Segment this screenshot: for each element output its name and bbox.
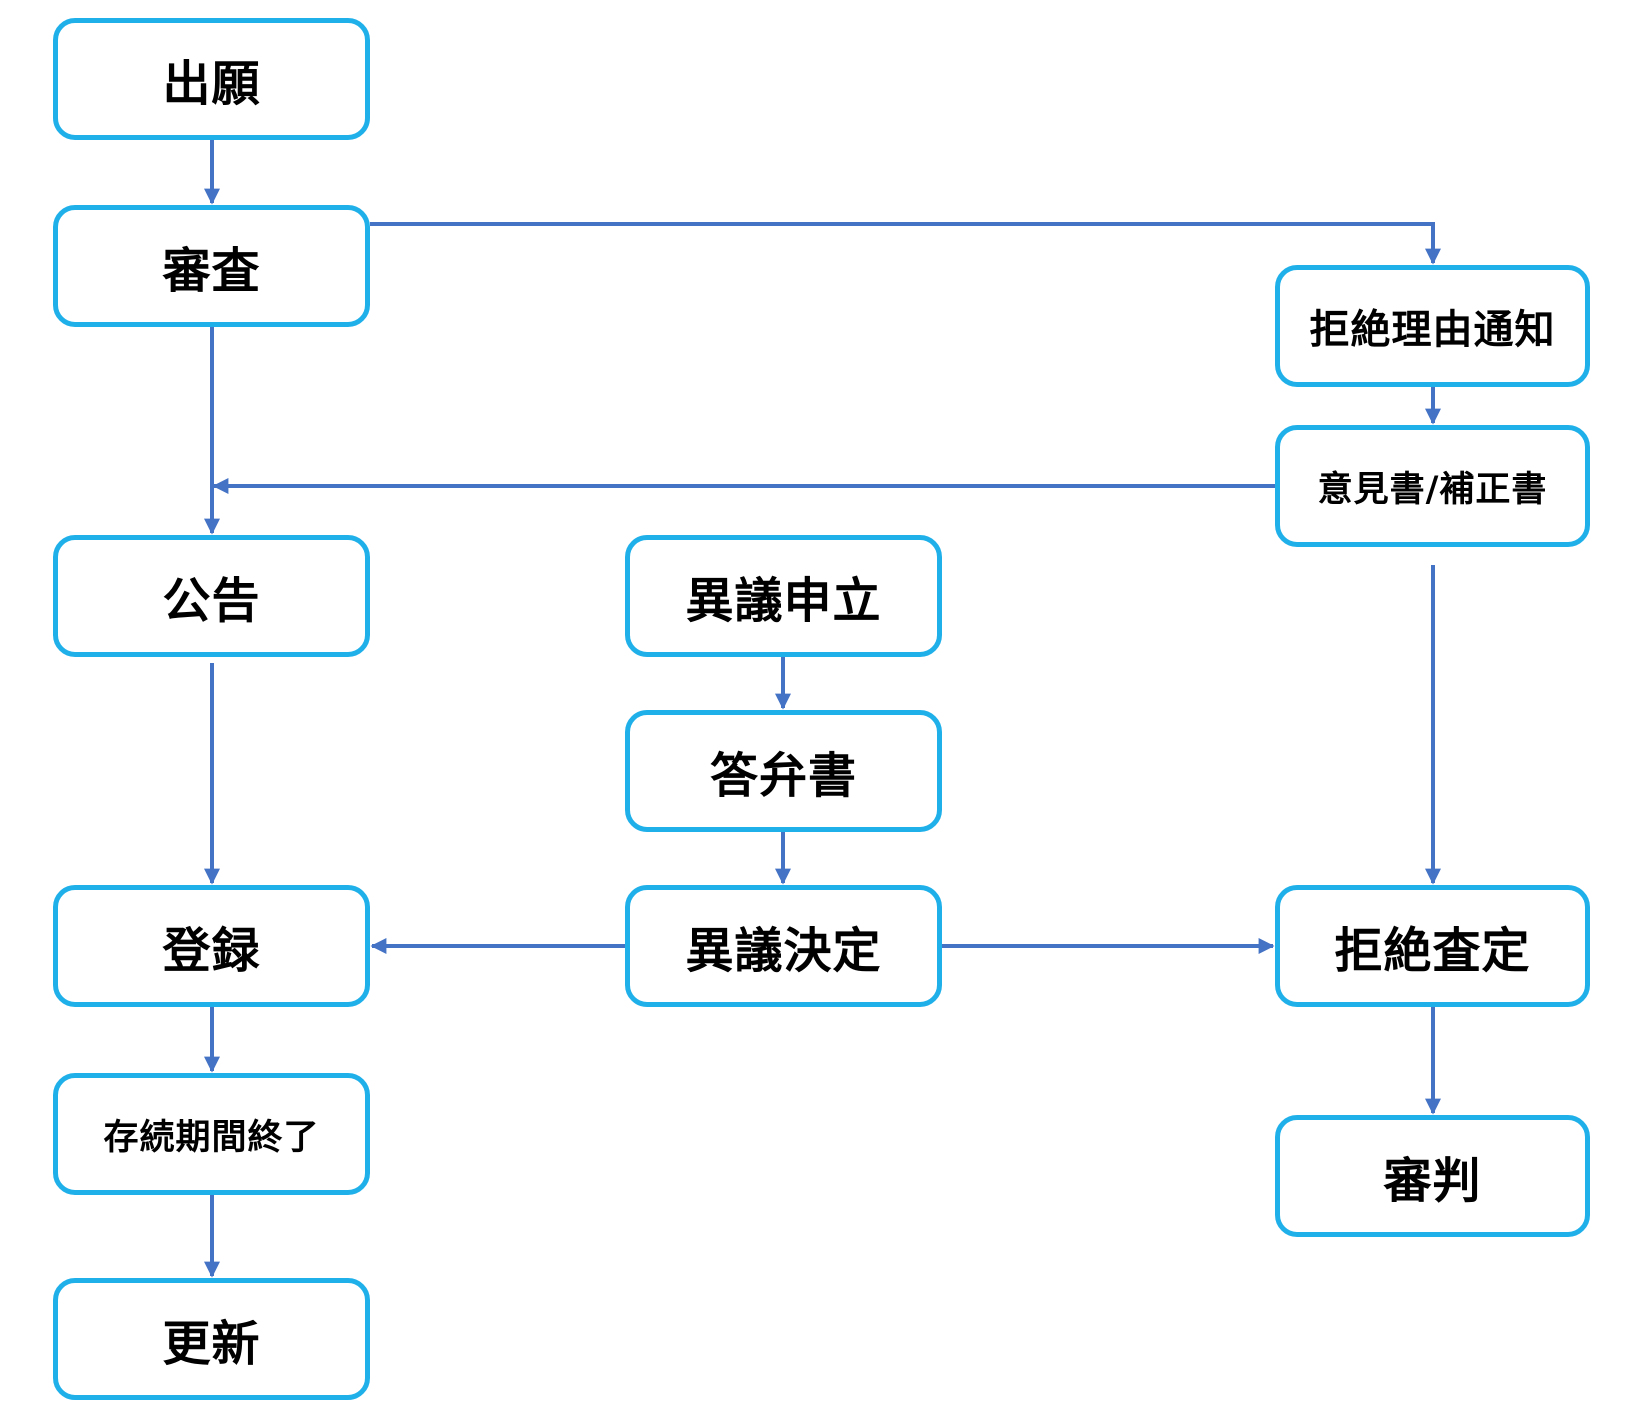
- node-label: 審判: [1383, 1153, 1482, 1209]
- node-label: 答弁書: [709, 748, 857, 804]
- node-sonzoku-kikan-shuuryou: 存続期間終了: [53, 1073, 370, 1195]
- node-toubensho: 答弁書: [625, 710, 942, 832]
- node-igi-moushitate: 異議申立: [625, 535, 942, 657]
- node-ikensho-hoseisho: 意見書/補正書: [1275, 425, 1590, 547]
- node-kyozetsu-riyu-tsuchi: 拒絶理由通知: [1275, 265, 1590, 387]
- node-label: 拒絶査定: [1334, 923, 1531, 979]
- node-label: 公告: [162, 573, 261, 629]
- node-igi-kettei: 異議決定: [625, 885, 942, 1007]
- node-shinpan: 審判: [1275, 1115, 1590, 1237]
- node-label: 登録: [162, 923, 261, 979]
- node-koushin: 更新: [53, 1278, 370, 1400]
- node-label: 異議申立: [685, 573, 882, 629]
- node-touroku: 登録: [53, 885, 370, 1007]
- node-label: 出願: [162, 56, 261, 112]
- node-shutsugan: 出願: [53, 18, 370, 140]
- arrow-shinsa-to-kyozetsu-riyu-tsuchi: [370, 222, 1441, 265]
- node-koukoku: 公告: [53, 535, 370, 657]
- node-label: 審査: [162, 243, 261, 299]
- node-label: 拒絶理由通知: [1309, 307, 1556, 353]
- node-label: 意見書/補正書: [1317, 469, 1548, 510]
- node-label: 存続期間終了: [103, 1117, 320, 1158]
- node-label: 異議決定: [685, 923, 882, 979]
- node-label: 更新: [162, 1316, 261, 1372]
- node-kyozetsu-satei: 拒絶査定: [1275, 885, 1590, 1007]
- node-shinsa: 審査: [53, 205, 370, 327]
